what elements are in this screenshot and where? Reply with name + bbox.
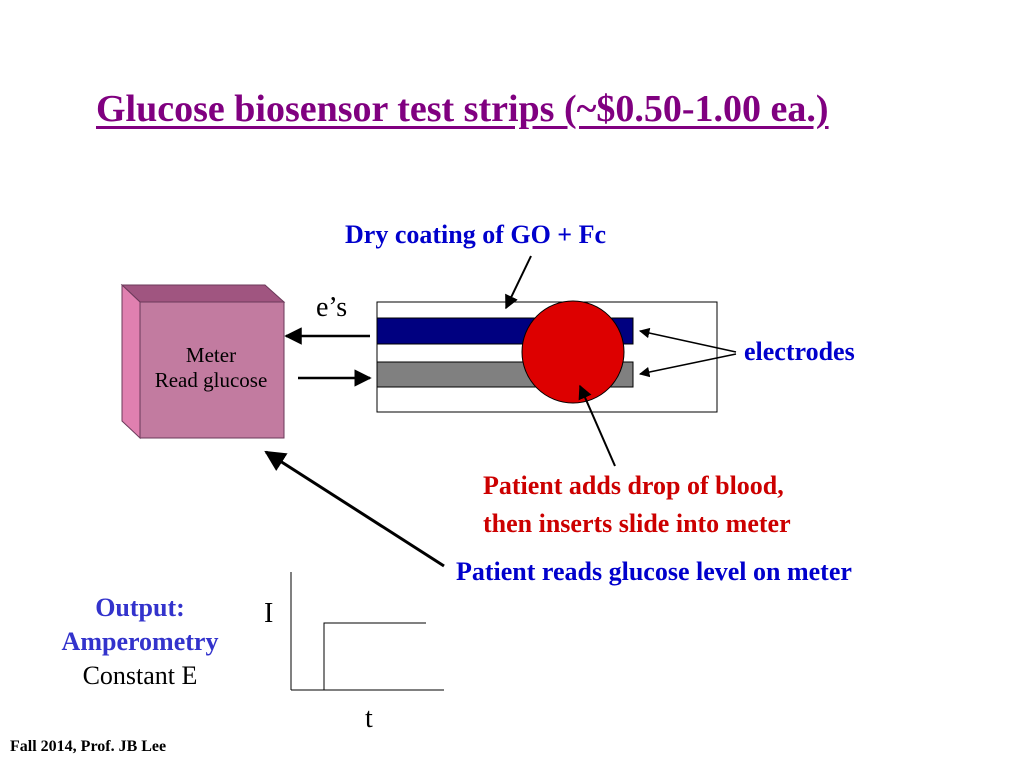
meter-label: Meter Read glucose [126,343,296,393]
graph-y-label: I [264,598,274,629]
coating-label: Dry coating of GO + Fc [345,220,607,249]
output-line3: Constant E [82,660,198,690]
patient-label-line2: then inserts slide into meter [483,508,791,538]
arrow-blood-drop [578,384,616,467]
graph-x-label: t [365,703,373,734]
arrow-electrode-bottom [638,353,737,378]
slide-title: Glucose biosensor test strips (~$0.50-1.… [96,88,829,130]
arrow-coating [505,255,532,310]
output-label: Output: Amperometry Constant E [28,591,252,692]
meter-label-line1: Meter [185,343,237,367]
patient-adds-blood-label: Patient adds drop of blood, then inserts… [483,467,791,542]
output-line2: Amperometry [61,626,219,656]
arrow-electrode-top [638,327,737,353]
meter-front-face [139,301,285,439]
amperometry-graph [290,572,444,691]
patient-label-line1: Patient adds drop of blood, [483,471,784,500]
output-line1: Output: [95,593,185,622]
patient-reads-label: Patient reads glucose level on meter [456,557,852,586]
blood-drop [521,300,625,404]
electrodes-label: electrodes [744,337,855,366]
current-step-trace [323,622,426,690]
arrow-reads-meter [264,450,445,568]
meter-label-line2: Read glucose [154,368,268,393]
meter-box [120,283,286,440]
footer-credit: Fall 2014, Prof. JB Lee [10,738,167,755]
meter-top-face [120,284,286,303]
electrons-label: e’s [316,292,348,323]
